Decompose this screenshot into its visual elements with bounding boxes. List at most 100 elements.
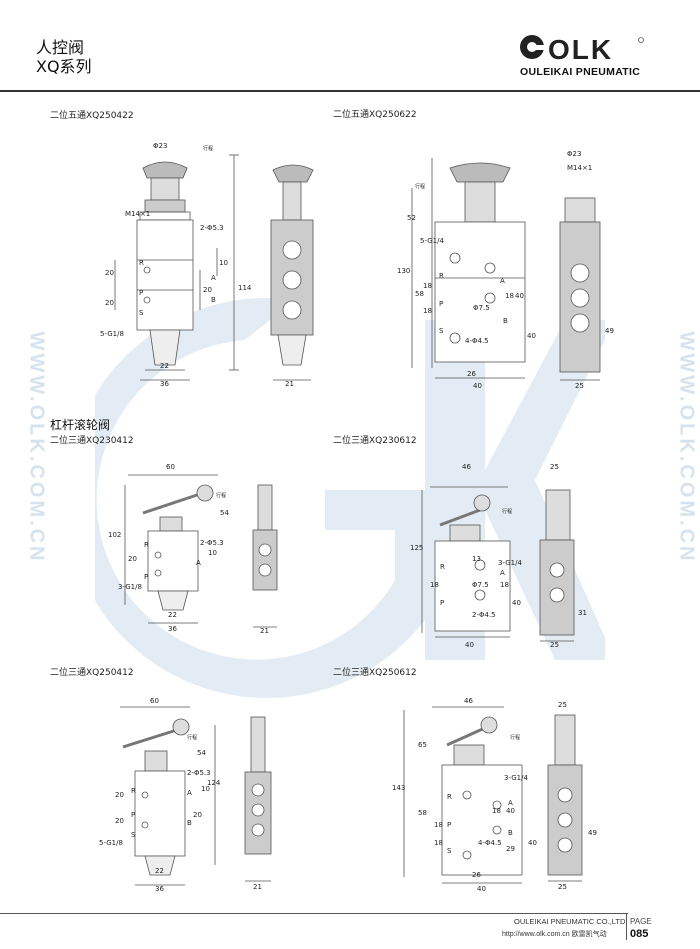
model-label-4: 二位三通XQ230612 xyxy=(333,436,417,446)
drawing-xq230612: 46 25 行程 125 13 3-G1/4 18 Φ7.5 2-Φ4.5 40… xyxy=(410,463,587,649)
dim-h5: 18 xyxy=(505,292,514,300)
port-p: P xyxy=(139,289,143,297)
dim-w2: 36 xyxy=(160,380,169,388)
dim-h2: 58 xyxy=(418,809,427,817)
model-label-3: 二位三通XQ230412 xyxy=(50,436,134,446)
dim-h-top: 54 xyxy=(197,749,206,757)
dim-w1: 40 xyxy=(465,641,474,649)
page-title-line1: 人控阀 xyxy=(36,38,85,57)
drawing-xq250422: Φ23 行程 M14×1 2-Φ5.3 114 20 20 10 20 5-G1… xyxy=(100,142,314,388)
dim-holes: 2-Φ5.3 xyxy=(187,769,211,777)
port-s: S xyxy=(447,847,452,855)
port-r: R xyxy=(440,563,445,571)
port-b: B xyxy=(503,317,508,325)
port-p: P xyxy=(131,811,135,819)
dim-w2: 36 xyxy=(155,885,164,893)
dim-w2: 36 xyxy=(168,625,177,633)
dim-mount: 2-Φ4.5 xyxy=(472,611,496,619)
port-r: R xyxy=(447,793,452,801)
dim-side-w: 25 xyxy=(575,382,584,390)
dim-travel: 行程 xyxy=(216,492,226,499)
dim-h3: 18 xyxy=(423,282,432,290)
dim-hole-d: Φ7.5 xyxy=(473,304,490,312)
port-a: A xyxy=(187,789,192,797)
drawing-xq230412: 60 54 行程 102 2-Φ5.3 20 10 3-G1/8 22 36 2… xyxy=(108,463,278,635)
watermark-text-left: WWW.OLK.COM.CN xyxy=(25,331,48,564)
dim-h2: 18 xyxy=(430,581,439,589)
port-p: P xyxy=(440,599,444,607)
dim-h6: 40 xyxy=(515,292,524,300)
dim-h7: 40 xyxy=(528,839,537,847)
dim-mount: 4-Φ4.5 xyxy=(465,337,489,345)
dim-h4: 20 xyxy=(203,286,212,294)
dim-h8: 29 xyxy=(506,845,515,853)
model-label-1: 二位五通XQ250422 xyxy=(50,111,134,121)
dim-d-top: Φ23 xyxy=(153,142,167,150)
dim-mount: 4-Φ4.5 xyxy=(478,839,502,847)
port-r: R xyxy=(439,272,444,280)
dim-side-w: 21 xyxy=(253,883,262,891)
port-a: A xyxy=(500,277,505,285)
dim-w1: 26 xyxy=(472,871,481,879)
dim-holes: 2-Φ5.3 xyxy=(200,539,224,547)
dim-h1: 65 xyxy=(418,741,427,749)
dim-h4: 18 xyxy=(423,307,432,315)
dim-travel: 行程 xyxy=(203,145,213,152)
brand-subtitle: OULEIKAI PNEUMATIC xyxy=(520,66,641,78)
dim-w2: 40 xyxy=(477,885,486,893)
footer-separator xyxy=(626,914,627,940)
dim-h3: 40 xyxy=(512,599,521,607)
dim-travel: 行程 xyxy=(415,183,425,190)
dim-h1: 52 xyxy=(407,214,416,222)
model-label-2: 二位五通XQ250622 xyxy=(333,110,417,120)
dim-w1: 22 xyxy=(155,867,164,875)
dim-side-w: 21 xyxy=(285,380,294,388)
footer-rule xyxy=(0,913,628,914)
dim-total: 102 xyxy=(108,531,121,539)
port-b: B xyxy=(508,829,513,837)
dim-h2: 20 xyxy=(115,817,124,825)
watermark-text-right: WWW.OLK.COM.CN xyxy=(675,331,698,564)
dim-w-top: 60 xyxy=(166,463,175,471)
port-r: R xyxy=(144,541,149,549)
dim-thread: M14×1 xyxy=(125,210,150,218)
footer-website: http://www.olk.com.cn 欧雷凯气动 xyxy=(502,931,607,938)
dim-side-w: 25 xyxy=(550,641,559,649)
dim-holes: 2-Φ5.3 xyxy=(200,224,224,232)
dim-h5: 18 xyxy=(434,839,443,847)
port-b: B xyxy=(187,819,192,827)
dim-side-h: 31 xyxy=(578,609,587,617)
dim-h-top: 54 xyxy=(220,509,229,517)
dim-port: 5-G1/4 xyxy=(420,237,444,245)
dim-port: 3-G1/4 xyxy=(504,774,528,782)
dim-port: 5-G1/8 xyxy=(100,330,124,338)
dim-w-top: 46 xyxy=(462,463,471,471)
dim-h3: 10 xyxy=(219,259,228,267)
drawing-xq250612: 46 25 行程 65 143 3-G1/4 58 18 18 18 40 40… xyxy=(392,697,597,893)
dim-thread: M14×1 xyxy=(567,164,592,172)
page-number: 085 xyxy=(630,928,649,940)
dim-travel: 行程 xyxy=(510,734,520,741)
dim-h1: 20 xyxy=(128,555,137,563)
page-title: 人控阀 XQ系列 xyxy=(36,38,92,76)
dim-total: 125 xyxy=(410,544,423,552)
dim-w1: 22 xyxy=(160,362,169,370)
port-p: P xyxy=(447,821,451,829)
port-p: P xyxy=(144,573,148,581)
page-label: PAGE xyxy=(630,917,652,926)
footer-company: OULEIKAI PNEUMATIC CO.,LTD. xyxy=(514,917,628,926)
dim-side-top: 25 xyxy=(558,701,567,709)
dim-h4: 18 xyxy=(500,581,509,589)
dim-h7: 40 xyxy=(527,332,536,340)
page-title-line2: XQ系列 xyxy=(36,57,92,76)
dim-w-top: 46 xyxy=(464,697,473,705)
dim-side-top: 25 xyxy=(550,463,559,471)
dim-h1: 20 xyxy=(105,269,114,277)
dim-w-top: 60 xyxy=(150,697,159,705)
dim-h3: 10 xyxy=(201,785,210,793)
dim-port: 3-G1/8 xyxy=(118,583,142,591)
dim-w1: 26 xyxy=(467,370,476,378)
dim-h4: 18 xyxy=(492,807,501,815)
dim-total: 114 xyxy=(238,284,252,292)
port-a: A xyxy=(500,569,505,577)
